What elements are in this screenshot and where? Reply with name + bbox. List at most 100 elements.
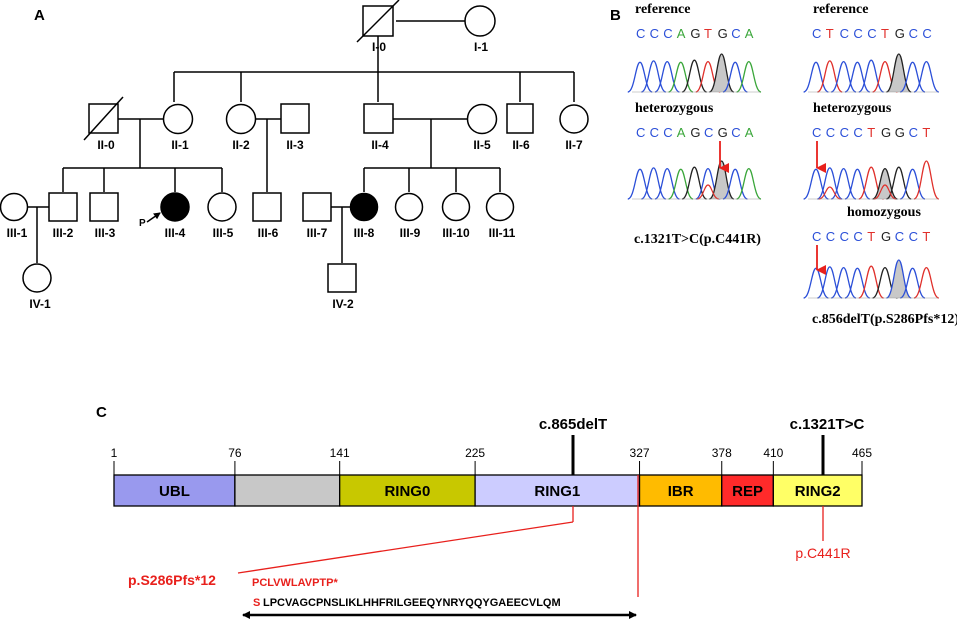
trace-peak xyxy=(654,167,680,200)
trace-peak xyxy=(886,166,912,200)
trace-peak xyxy=(913,266,940,299)
base-letter: C xyxy=(853,229,862,244)
right-caption: c.856delT(p.S286Pfs*12) xyxy=(812,312,957,327)
pedigree-individual-III-5 xyxy=(207,192,237,222)
base-letter: C xyxy=(909,26,918,41)
trace-peak xyxy=(818,186,841,200)
panel-label-b: B xyxy=(610,7,621,24)
base-letter: C xyxy=(663,125,672,140)
proband-marker: P xyxy=(139,218,146,229)
base-letter: C xyxy=(826,229,835,244)
frameshift-label: p.S286Pfs*12 xyxy=(128,572,216,588)
base-letter: T xyxy=(826,26,834,41)
pedigree-individual-II-5 xyxy=(466,103,498,135)
label-III-10: III-10 xyxy=(442,226,470,240)
trace-peak xyxy=(627,168,653,200)
base-letter: C xyxy=(636,26,645,41)
trace-peak xyxy=(654,60,680,93)
label-II-2: II-2 xyxy=(232,138,250,152)
pedigree-chart xyxy=(0,0,589,293)
pedigree-individual-II-7 xyxy=(559,104,589,134)
trace-peak xyxy=(722,61,748,93)
trace-peak xyxy=(899,168,926,200)
pedigree-individual-III-1 xyxy=(0,192,29,222)
base-letter: C xyxy=(853,125,862,140)
label-III-3: III-3 xyxy=(95,226,116,240)
tick-label: 141 xyxy=(330,446,350,460)
base-letter: T xyxy=(922,125,930,140)
trace-peak xyxy=(899,61,926,93)
label-II-7: II-7 xyxy=(565,138,583,152)
pedigree-individual-III-2 xyxy=(48,192,78,222)
tick-label: 1 xyxy=(111,446,118,460)
base-letter: A xyxy=(745,125,754,140)
pedigree-individual-III-10 xyxy=(441,192,471,222)
trace-peak xyxy=(627,61,653,93)
panel-label-c: C xyxy=(96,404,107,421)
right-het-title: heterozygous xyxy=(813,101,892,116)
base-letter: G xyxy=(881,229,891,244)
pedigree-individual-II-1 xyxy=(162,103,194,135)
trace-peak xyxy=(886,259,912,299)
base-letter: C xyxy=(895,229,904,244)
right-ref-trace xyxy=(803,53,940,93)
left-ref-title: reference xyxy=(635,2,690,17)
base-letter: G xyxy=(690,125,700,140)
base-letter: C xyxy=(812,229,821,244)
pedigree-individual-II-4 xyxy=(363,103,394,134)
pedigree-individual-II-6 xyxy=(506,103,534,134)
pedigree-individual-III-6 xyxy=(252,192,282,222)
label-I-1: I-1 xyxy=(474,40,488,54)
right-ref-title: reference xyxy=(813,2,868,17)
base-letter: G xyxy=(895,26,905,41)
trace-peak xyxy=(736,167,762,200)
base-letter: C xyxy=(812,125,821,140)
pedigree-labels: I-0 I-1 II-0 II-1 II-2 II-3 II-4 II-5 II… xyxy=(7,40,583,311)
label-III-4: III-4 xyxy=(165,226,186,240)
missense-label: p.C441R xyxy=(795,545,850,561)
pedigree-individual-IV-2 xyxy=(327,263,357,293)
label-II-4: II-4 xyxy=(371,138,389,152)
trace-peak xyxy=(913,60,940,93)
tick-label: 76 xyxy=(228,446,242,460)
base-letter: C xyxy=(853,26,862,41)
proband-arrow xyxy=(146,212,161,223)
trace-peak xyxy=(899,267,926,299)
base-letter: G xyxy=(895,125,905,140)
trace-peak xyxy=(641,60,667,93)
label-II-3: II-3 xyxy=(286,138,304,152)
right-hom-trace xyxy=(803,259,940,299)
pedigree-individual-III-8 xyxy=(349,192,379,222)
pedigree-individual-II-3 xyxy=(280,103,310,134)
label-III-7: III-7 xyxy=(307,226,328,240)
trace-peak xyxy=(817,266,843,299)
base-letter: T xyxy=(867,125,875,140)
base-letter: C xyxy=(636,125,645,140)
base-letter: C xyxy=(840,125,849,140)
trace-peak xyxy=(886,53,912,93)
trace-peak xyxy=(817,167,843,200)
mutation-label-c865delT: c.865delT xyxy=(539,416,607,433)
left-caption: c.1321T>C(p.C441R) xyxy=(634,232,761,247)
base-letter: G xyxy=(690,26,700,41)
base-letter: T xyxy=(881,26,889,41)
trace-peak xyxy=(803,61,829,93)
domain-label: RING1 xyxy=(534,483,580,500)
label-II-0: II-0 xyxy=(97,138,115,152)
label-II-1: II-1 xyxy=(171,138,189,152)
trace-peak xyxy=(830,266,857,299)
pedigree-individual-III-3 xyxy=(89,192,119,222)
base-letter: C xyxy=(909,229,918,244)
pedigree-individual-III-4 xyxy=(160,192,190,222)
base-letter: C xyxy=(909,125,918,140)
right-het-trace xyxy=(803,160,940,200)
base-letter: C xyxy=(840,26,849,41)
trace-peak xyxy=(708,53,735,93)
wildtype-first-residue: S xyxy=(253,597,260,609)
label-III-5: III-5 xyxy=(213,226,234,240)
